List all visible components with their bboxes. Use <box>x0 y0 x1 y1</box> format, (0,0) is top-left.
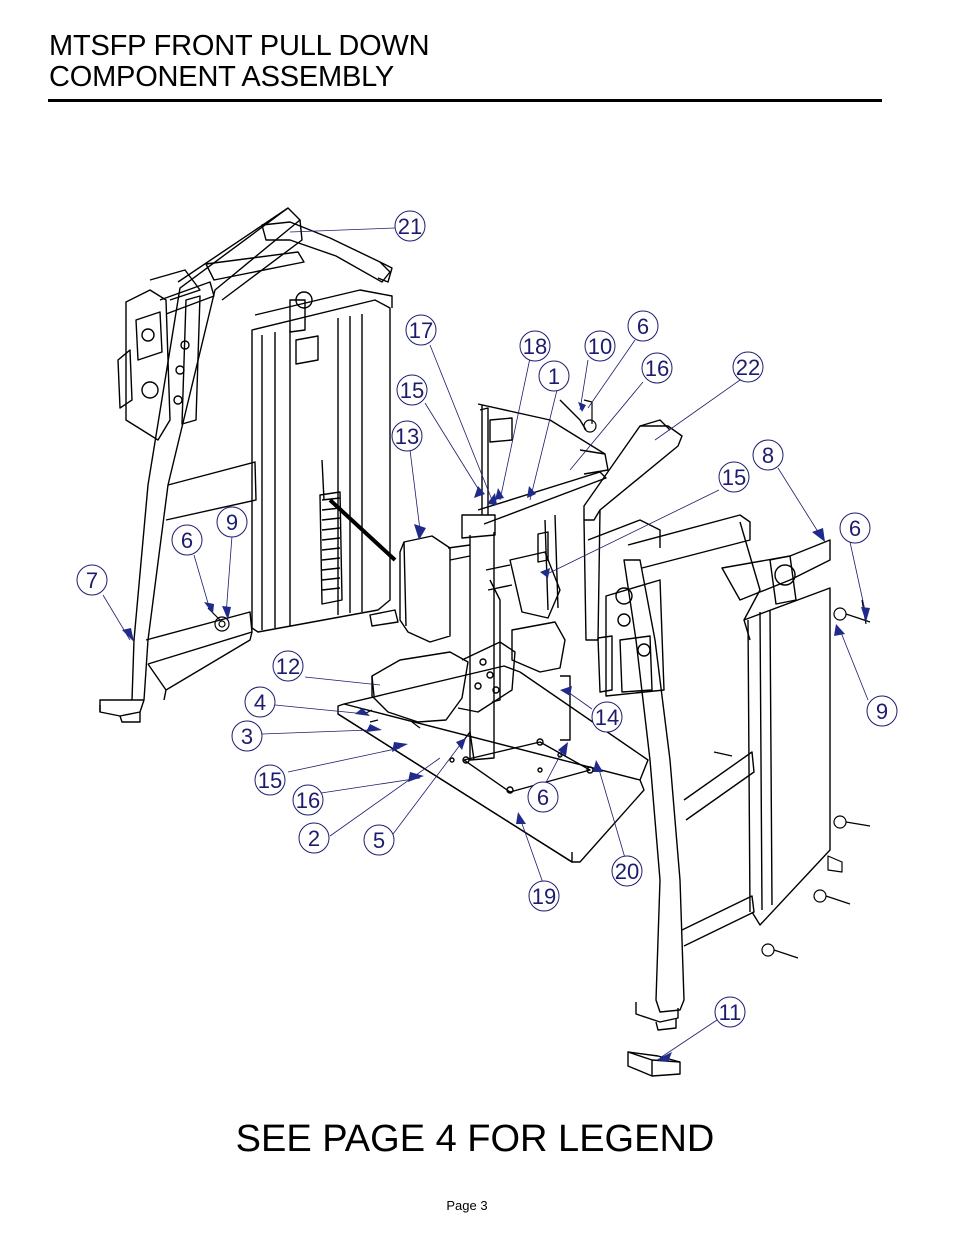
callout-circle <box>171 524 203 556</box>
callout-circle <box>363 824 395 856</box>
callout-number: 2 <box>308 826 320 851</box>
callout-number: 12 <box>276 654 300 679</box>
callout-circle <box>216 506 248 538</box>
callout-circle <box>405 314 437 346</box>
callout-circle <box>527 781 559 813</box>
callout-circle <box>391 420 423 452</box>
callout-circle <box>732 351 764 383</box>
page-title-line-2: COMPONENT ASSEMBLY <box>49 61 395 93</box>
callout-number: 17 <box>409 318 433 343</box>
left-frame <box>99 207 303 723</box>
callout-number: 15 <box>400 378 424 403</box>
callout-circle <box>292 784 324 816</box>
callout-circle <box>591 701 623 733</box>
callout-number: 7 <box>86 568 98 593</box>
base-frame <box>337 665 649 863</box>
callout-circle <box>714 996 746 1028</box>
callout-circle <box>641 352 673 384</box>
callout-number: 9 <box>226 510 238 535</box>
callout-number: 18 <box>523 334 547 359</box>
callout-number: 11 <box>719 1000 742 1025</box>
center-upright <box>461 403 609 761</box>
callout-circle <box>718 461 750 493</box>
callout-number: 6 <box>537 785 549 810</box>
callout-number: 1 <box>548 364 560 389</box>
callout-number: 9 <box>876 699 888 724</box>
callout-number: 16 <box>645 356 669 381</box>
callout-circle <box>538 360 570 392</box>
callout-circle <box>272 650 304 682</box>
page-number: Page 3 <box>446 1198 488 1213</box>
right-frame <box>623 514 831 1031</box>
right-lever-arm <box>559 399 683 697</box>
callout-circle <box>627 310 659 342</box>
callout-circle <box>394 210 426 242</box>
callout-number: 6 <box>181 528 193 553</box>
callout-circle <box>611 855 643 887</box>
callout-number: 15 <box>258 768 282 793</box>
callout-number: 14 <box>595 705 619 730</box>
callout-number: 10 <box>588 334 612 359</box>
callout-number: 21 <box>398 214 422 239</box>
callout-circle <box>584 330 616 362</box>
top-lever-arm <box>159 221 393 315</box>
callout-circle <box>866 695 898 727</box>
seat-assembly <box>371 514 566 723</box>
callout-number: 6 <box>637 314 649 339</box>
legend-note: SEE PAGE 4 FOR LEGEND <box>235 1118 715 1160</box>
callout-circle <box>839 512 871 544</box>
callout-leaders <box>102 227 869 1059</box>
callout-number: 8 <box>762 443 774 468</box>
callout-number: 20 <box>615 859 639 884</box>
callout-circle <box>752 439 784 471</box>
callout-number: 16 <box>296 788 320 813</box>
callout-number: 15 <box>722 465 746 490</box>
callout-circle <box>396 374 428 406</box>
callout-number: 19 <box>532 884 556 909</box>
callout-circle <box>254 764 286 796</box>
callout-circle <box>76 564 108 596</box>
callout-number: 22 <box>736 355 760 380</box>
callout-number: 3 <box>241 724 253 749</box>
callout-arrowheads <box>122 402 870 1062</box>
callout-circle <box>298 822 330 854</box>
callout-circle <box>528 880 560 912</box>
back-pad <box>399 535 471 643</box>
weight-stack <box>251 289 399 633</box>
callout-number: 6 <box>849 516 861 541</box>
callout-circle <box>231 720 263 752</box>
title-rule <box>48 99 882 102</box>
callout-circle <box>244 686 276 718</box>
callout-number: 4 <box>254 690 266 715</box>
callout-number: 5 <box>373 828 385 853</box>
callout-number: 13 <box>395 424 419 449</box>
floor-pad <box>627 1051 681 1077</box>
callout-circle <box>519 330 551 362</box>
page-title-line-1: MTSFP FRONT PULL DOWN <box>49 30 430 62</box>
